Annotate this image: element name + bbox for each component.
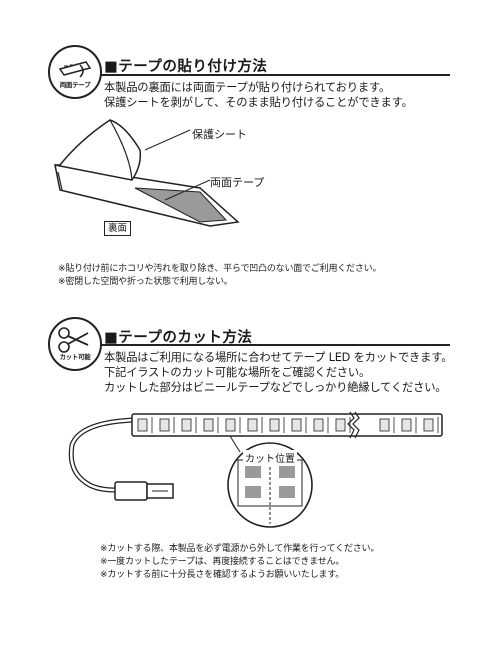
label-cut-position: カット位置	[243, 450, 297, 465]
note-line: ※貼り付け前にホコリや汚れを取り除き、平らで凹凸のない面でご利用ください。	[58, 264, 382, 274]
note-line: ※カットする前に十分長さを確認するようお願いいたします。	[100, 570, 345, 580]
led-chip	[203, 418, 214, 432]
body-line: 保護シートを剥がして、そのまま貼り付けることができます。	[104, 96, 413, 109]
body-line: 下記イラストのカット可能な場所をご確認ください。	[104, 366, 371, 379]
body-line: カットした部分はビニールテープなどでしっかり絶縁してください。	[104, 381, 447, 394]
led-chip	[159, 418, 170, 432]
led-chip	[313, 418, 324, 432]
double-sided-tape-badge: 両面テープ	[48, 45, 102, 99]
body-line: 本製品はご利用になる場所に合わせてテープ LED をカットできます。	[104, 351, 453, 364]
tape-peel-illustration	[54, 119, 240, 227]
label-back-side: 裏面	[104, 221, 132, 236]
cuttable-badge: カット可能	[48, 317, 102, 371]
led-chip	[181, 418, 192, 432]
led-chip	[291, 418, 302, 432]
led-strip-illustration	[68, 411, 443, 528]
section-title-attach: ■テープの貼り付け方法	[104, 59, 268, 75]
led-chip	[137, 418, 148, 432]
led-chip	[225, 418, 236, 432]
led-chip	[401, 418, 412, 432]
usb-plug-body	[114, 481, 148, 501]
led-chip	[423, 418, 434, 432]
note-line: ※カットする際、本製品を必ず電源から外して作業を行ってください。	[100, 544, 380, 554]
led-chip	[335, 418, 346, 432]
led-chip	[247, 418, 258, 432]
led-chip	[379, 418, 390, 432]
section-title-cut: ■テープのカット方法	[104, 330, 253, 346]
section-rule	[100, 344, 450, 346]
label-protective-sheet: 保護シート	[192, 128, 247, 141]
label-double-sided-tape: 両面テープ	[210, 176, 265, 189]
note-line: ※密閉した空間や折った状態で利用しない。	[58, 277, 233, 287]
body-line: 本製品の裏面には両面テープが貼り付けられております。	[104, 81, 391, 94]
section-rule	[100, 74, 450, 76]
tape-roll-icon	[58, 61, 92, 78]
note-line: ※一度カットしたテープは、再度接続することはできません。	[100, 557, 345, 567]
led-strip	[131, 413, 443, 437]
badge-label-cut: カット可能	[59, 353, 91, 361]
led-chip	[269, 418, 280, 432]
badge-label-tape: 両面テープ	[59, 81, 91, 89]
scissors-icon	[58, 327, 89, 353]
